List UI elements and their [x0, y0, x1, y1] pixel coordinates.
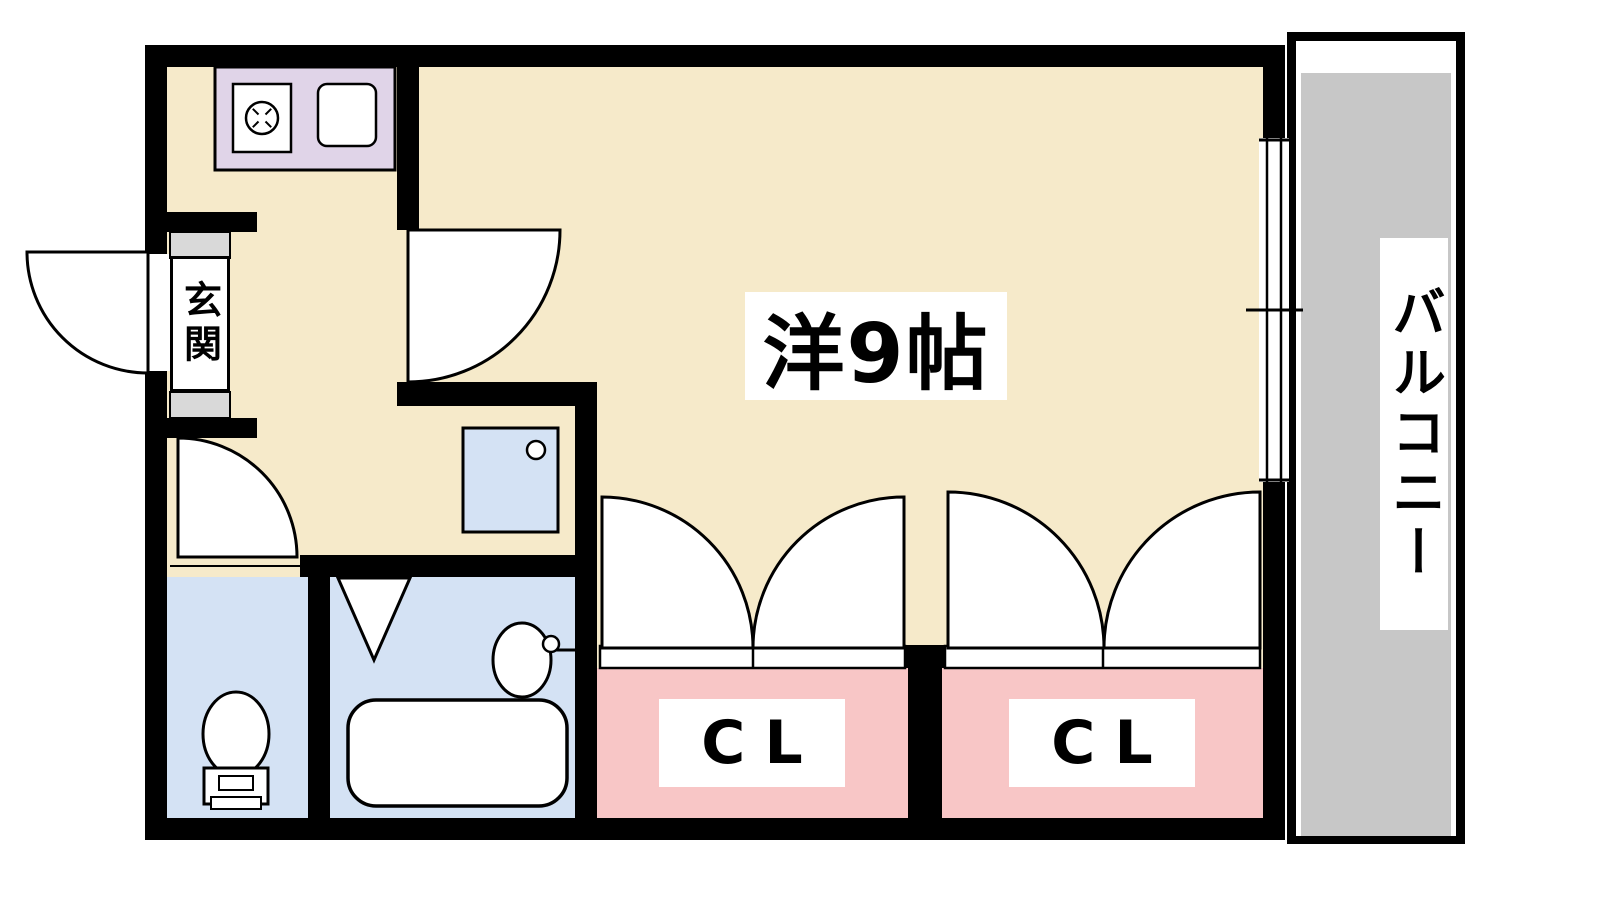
wall-toilet-bath-divider — [308, 555, 330, 840]
closet-right-door-icon — [943, 490, 1262, 670]
entrance-label: 玄関 — [170, 256, 230, 392]
wall-closet-divider — [905, 645, 945, 840]
entrance-step-bottom — [169, 391, 231, 419]
stove-icon — [231, 82, 293, 154]
stove-burner-icon — [244, 100, 280, 136]
toilet-icon — [201, 690, 271, 810]
washbasin-icon — [491, 621, 575, 699]
wall-entrance-top — [145, 212, 257, 232]
balcony-label: バルコニー — [1380, 238, 1448, 630]
entrance-door-swing-icon — [25, 250, 150, 375]
window-icon — [1246, 138, 1303, 482]
kitchen-sink-icon — [316, 82, 378, 148]
wall-entrance-bottom — [145, 418, 257, 438]
washing-machine-tap-icon — [525, 439, 547, 461]
bathtub-icon — [346, 698, 569, 808]
room-label: 洋9帖 — [745, 292, 1007, 402]
washbasin-tap-icon — [541, 634, 561, 654]
room-door-swing-icon — [406, 228, 562, 384]
closet-left-label: CL — [659, 699, 845, 787]
bathroom-folding-door-icon — [335, 576, 413, 664]
wall-hall-right — [575, 382, 597, 840]
wall-hall-top — [397, 382, 597, 406]
toilet-door-swing-icon — [176, 436, 299, 559]
closet-left-door-icon — [598, 495, 907, 670]
entrance-step-top — [169, 231, 231, 259]
wall-wet-area-top — [300, 555, 597, 577]
closet-right-label: CL — [1009, 699, 1195, 787]
wall-kitchen-divider — [397, 67, 419, 230]
